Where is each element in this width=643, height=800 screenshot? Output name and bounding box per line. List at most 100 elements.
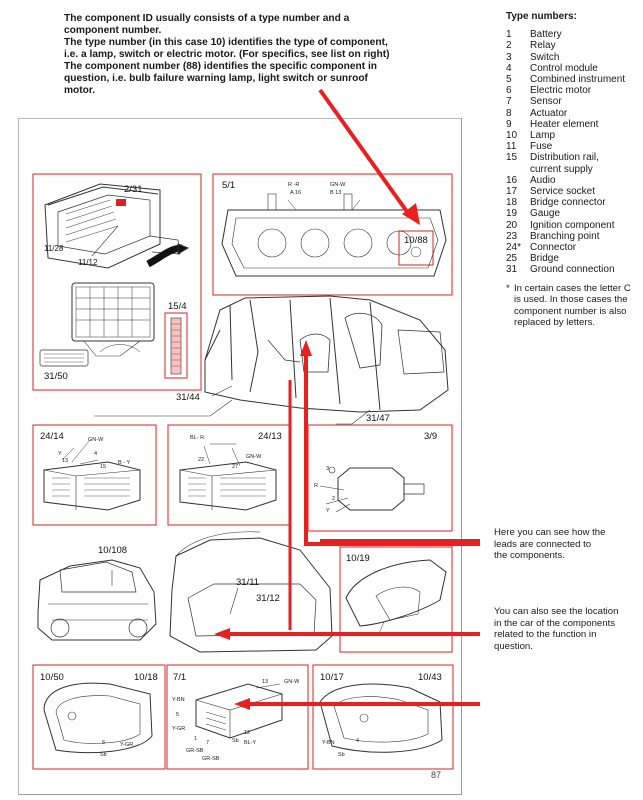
fuse-box-drawing [39, 183, 190, 375]
note-mark: * [506, 282, 510, 294]
type-number-row: 3 Switch [506, 52, 641, 63]
type-number: 6 [506, 85, 512, 97]
label-10-43: 10/43 [418, 672, 442, 683]
location-note: You can also see the location in the car… [494, 606, 618, 652]
wire-label: GN-W [330, 182, 346, 188]
label-10-17: 10/17 [320, 672, 344, 683]
type-label: Audio [530, 174, 556, 186]
diagram-page-frame [18, 118, 462, 795]
wire-label: GN-W [88, 437, 104, 443]
type-label: Relay [530, 40, 556, 52]
type-number: 17 [506, 186, 518, 198]
type-number: 5 [506, 74, 512, 86]
label-11-12: 11/12 [78, 258, 98, 267]
location-note-line: in the car of the components [494, 617, 616, 629]
wire-label: 27 [232, 464, 239, 470]
type-label: Switch [530, 51, 560, 63]
type-label: Sensor [530, 96, 562, 108]
wire-label: 4 [356, 738, 360, 744]
type-numbers-title: Type numbers: [506, 11, 577, 22]
location-note-line: You can also see the location [494, 606, 619, 617]
type-number-row: 6 Electric motor [506, 85, 641, 96]
note-line: In certain cases the letter C [514, 282, 631, 294]
lamp-10-17-drawing [319, 683, 443, 753]
instrument-cluster-drawing [221, 193, 447, 277]
type-label: Ignition component [530, 219, 615, 231]
wire-label: B 13 [330, 190, 342, 196]
connector-24-14-frame [32, 424, 157, 526]
intro-line: i.e. a lamp, switch or electric motor. (… [64, 49, 390, 60]
type-label: Branching point [530, 230, 600, 242]
note-line: component number is also [514, 305, 627, 317]
type-label: Gauge [530, 208, 561, 220]
type-number: 4 [506, 62, 512, 74]
wire-label: Y-BN [172, 697, 185, 703]
car-rear-drawing [37, 559, 157, 641]
page-number: 87 [431, 770, 442, 780]
type-number-row: 7 Sensor [506, 96, 641, 107]
type-label: Electric motor [530, 85, 592, 97]
location-note-line: question. [494, 640, 533, 652]
type-label: Heater element [530, 118, 599, 130]
lamp-10-19-frame [339, 546, 453, 653]
arrow-head [402, 203, 420, 225]
label-31-11: 31/11 [236, 577, 260, 588]
wire-label: 2 [332, 496, 336, 502]
label-5-1: 5/1 [222, 180, 236, 191]
type-label: Actuator [530, 107, 568, 119]
leads-note-line: Here you can see how the [494, 527, 606, 538]
type-label: Ground connection [530, 264, 615, 276]
wire-label: Y [326, 508, 330, 514]
lamp-10-17-frame [312, 664, 454, 770]
type-number-row: 2 Relay [506, 40, 641, 51]
wire-label: 7 [206, 740, 210, 746]
component-frames [32, 173, 454, 770]
type-number: 3 [506, 51, 512, 63]
type-number: 24* [506, 242, 522, 254]
connector-24-14-drawing [43, 439, 141, 511]
type-label: Battery [530, 29, 562, 41]
wire-label: 5 [176, 712, 180, 718]
type-label: Distribution rail, [530, 152, 599, 164]
wire-label: 6 [102, 740, 106, 746]
type-number-row: 10 Lamp [506, 130, 641, 141]
leads-note-line: the components. [494, 550, 565, 561]
type-number: 7 [506, 96, 512, 108]
arrow-leads-2 [304, 352, 480, 546]
wire-label: Y-GR [172, 726, 186, 732]
label-10-88: 10/88 [404, 235, 428, 246]
wire-label: A 16 [290, 190, 302, 196]
sensor-7-1-drawing [195, 683, 283, 739]
wire-label: Y-GR [120, 742, 134, 748]
wire-label: Sb [100, 752, 107, 758]
type-label: current supply [530, 163, 593, 175]
lamp-10-50-frame [32, 664, 166, 770]
label-24-14: 24/14 [40, 431, 64, 442]
arrow-to-10-88 [318, 88, 410, 215]
leads-note: Here you can see how the leads are conne… [494, 527, 605, 562]
intro-text: The component ID usually consists of a t… [64, 13, 394, 97]
type-label: Lamp [530, 130, 556, 142]
lamp-10-50-drawing [43, 682, 153, 754]
switch-3-9-drawing [319, 466, 425, 513]
type-number: 25 [506, 253, 518, 265]
type-number: 10 [506, 130, 518, 142]
type-label: Combined instrument [530, 74, 626, 86]
wire-label: GR-SB [186, 748, 204, 754]
label-2-31: 2/31 [124, 184, 143, 195]
type-number: 2 [506, 40, 512, 52]
label-3-9: 3/9 [424, 431, 438, 442]
fuse-box-frame [32, 173, 202, 391]
note-line: replaced by letters. [514, 317, 596, 329]
type-label: Control module [530, 62, 598, 74]
leads-note-line: leads are connected to [494, 538, 592, 550]
intro-line: question, i.e. bulb failure warning lamp… [64, 73, 368, 96]
